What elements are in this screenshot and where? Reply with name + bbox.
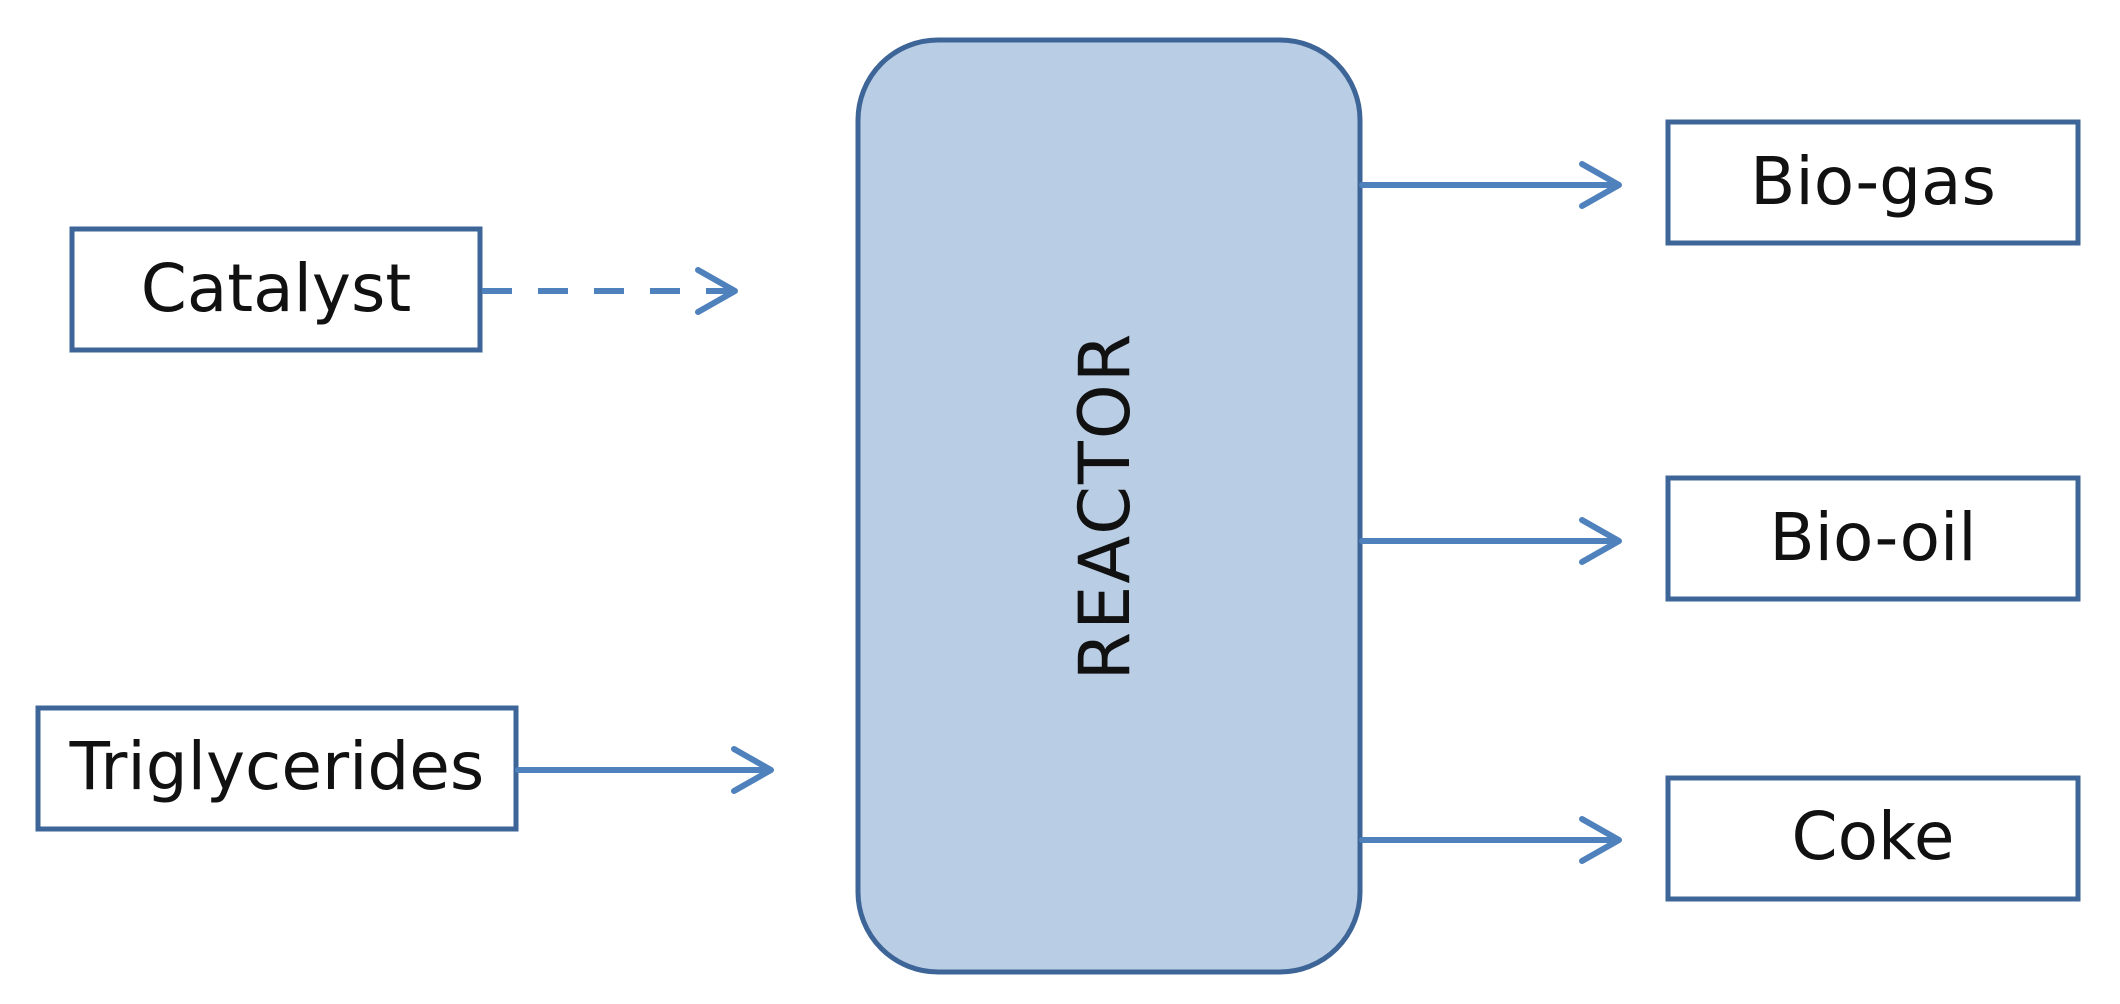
coke-arrow-head: [1579, 816, 1622, 864]
triglycerides-node: Triglycerides: [35, 705, 519, 832]
bio-oil-node: Bio-oil: [1665, 475, 2081, 602]
catalyst-to-reactor-arrow: [482, 267, 738, 315]
bio-gas-box: [1665, 119, 2081, 246]
bio-gas-label: Bio-gas: [1750, 143, 1996, 220]
bio-oil-label: Bio-oil: [1769, 499, 1976, 576]
catalyst-label: Catalyst: [141, 250, 412, 327]
reactor-to-bio-oil-arrow: [1359, 517, 1622, 565]
catalyst-arrow-head: [695, 267, 738, 315]
triglycerides-label: Triglycerides: [69, 728, 485, 805]
coke-box: [1665, 775, 2081, 902]
bio-gas-node: Bio-gas: [1665, 119, 2081, 246]
reactor-node: REACTOR: [855, 37, 1363, 975]
coke-node: Coke: [1665, 775, 2081, 902]
triglycerides-to-reactor-arrow: [515, 746, 774, 794]
reactor-to-bio-gas-arrow: [1359, 161, 1622, 209]
reactor-box: [855, 37, 1363, 975]
triglycerides-box: [35, 705, 519, 832]
catalyst-node: Catalyst: [69, 226, 483, 353]
bio-oil-box: [1665, 475, 2081, 602]
coke-label: Coke: [1792, 798, 1955, 875]
reactor-label: REACTOR: [1064, 332, 1146, 681]
triglycerides-arrow-head: [731, 746, 774, 794]
catalyst-box: [69, 226, 483, 353]
bio-gas-arrow-head: [1579, 161, 1622, 209]
bio-oil-arrow-head: [1579, 517, 1622, 565]
reactor-to-coke-arrow: [1359, 816, 1622, 864]
